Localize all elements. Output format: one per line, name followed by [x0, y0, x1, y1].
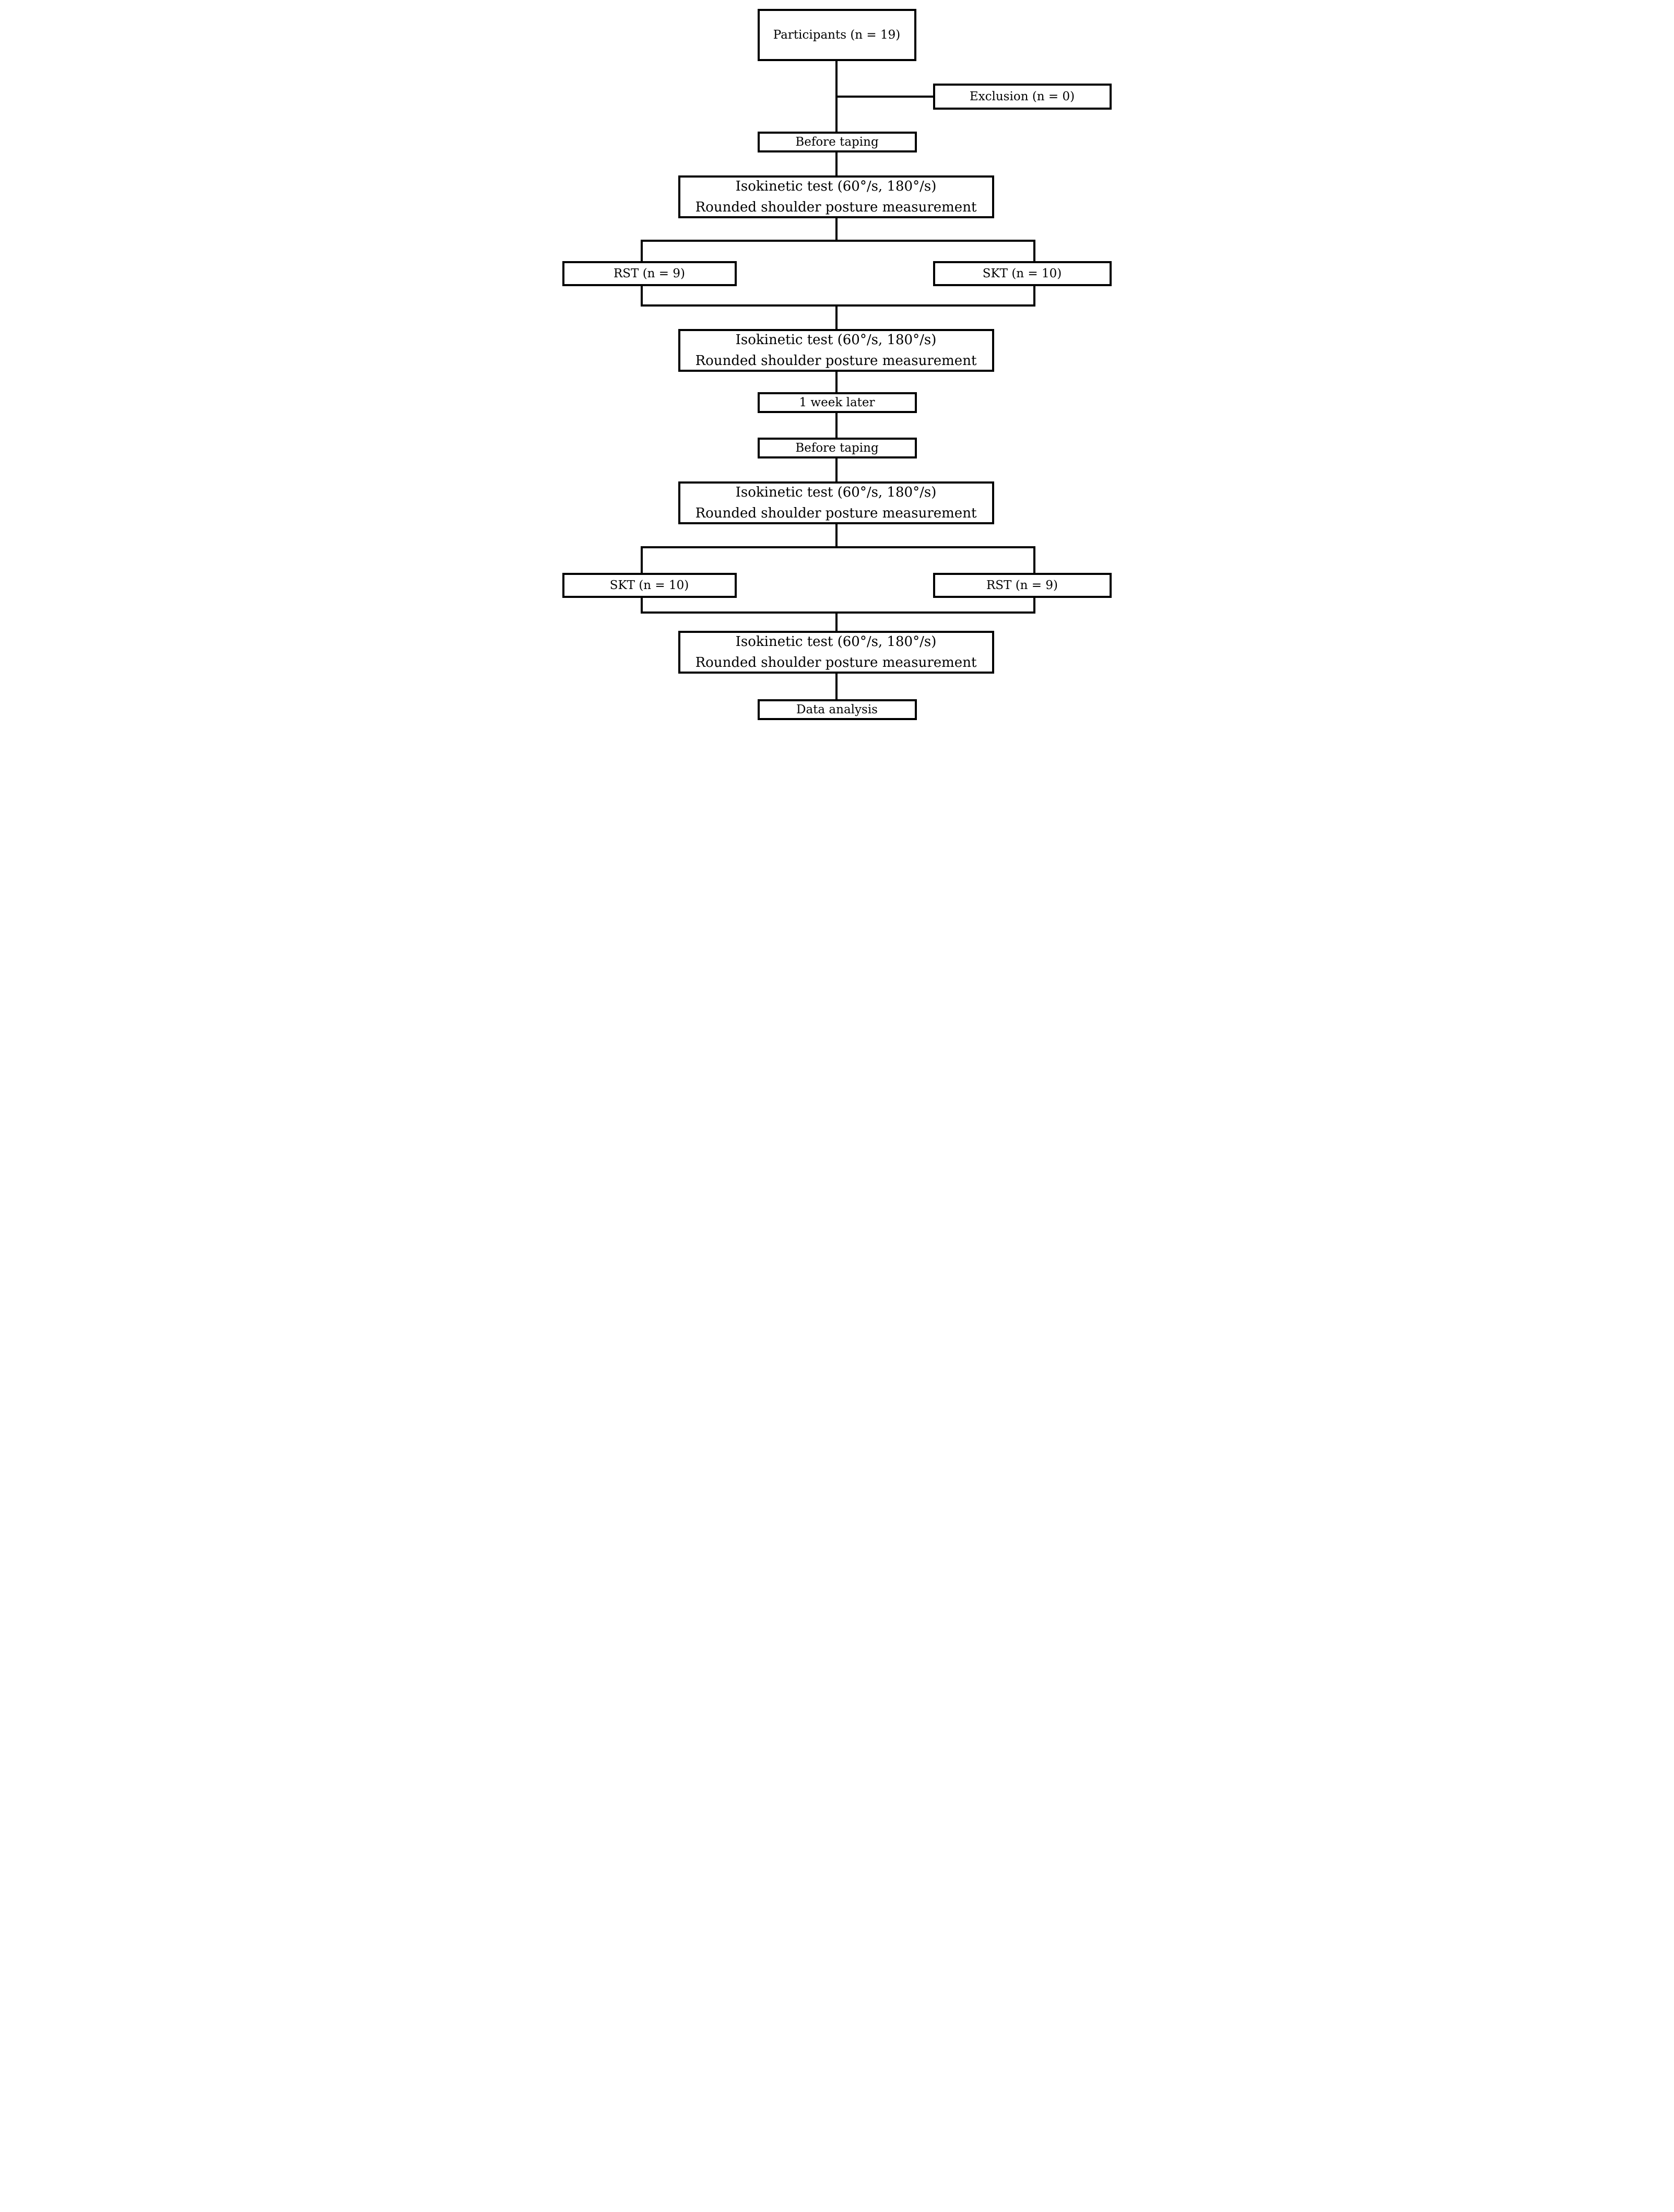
- connector-main-middle: [835, 304, 838, 548]
- connector-split-1: [640, 240, 1035, 242]
- isokinetic-test-box-2: Isokinetic test (60°/s, 180°/s) Rounded …: [678, 329, 994, 372]
- data-analysis-box: Data analysis: [757, 699, 917, 720]
- isokinetic-test-line-2: Rounded shoulder posture measurement: [695, 353, 977, 369]
- isokinetic-test-box-3: Isokinetic test (60°/s, 180°/s) Rounded …: [678, 481, 994, 524]
- participants-box: Participants (n = 19): [757, 9, 916, 61]
- isokinetic-test-line-2: Rounded shoulder posture measurement: [695, 199, 977, 215]
- isokinetic-test-box-4: Isokinetic test (60°/s, 180°/s) Rounded …: [678, 631, 994, 674]
- connector-rejoin-2: [640, 611, 1035, 614]
- isokinetic-test-line-1: Isokinetic test (60°/s, 180°/s): [735, 179, 937, 194]
- one-week-later-box: 1 week later: [757, 392, 917, 413]
- skt-group-box-round2: SKT (n = 10): [562, 573, 737, 598]
- before-taping-box-1: Before taping: [757, 132, 917, 152]
- isokinetic-test-line-2: Rounded shoulder posture measurement: [695, 505, 977, 521]
- connector-split-2: [640, 546, 1035, 548]
- connector-exclusion-branch: [835, 96, 933, 98]
- flowchart: Participants (n = 19) Exclusion (n = 0) …: [558, 0, 1116, 737]
- isokinetic-test-line-1: Isokinetic test (60°/s, 180°/s): [735, 332, 937, 348]
- skt-group-box-round1: SKT (n = 10): [933, 261, 1112, 286]
- rst-group-box-round1: RST (n = 9): [562, 261, 737, 286]
- isokinetic-test-box-1: Isokinetic test (60°/s, 180°/s) Rounded …: [678, 175, 994, 218]
- before-taping-box-2: Before taping: [757, 438, 917, 458]
- isokinetic-test-line-1: Isokinetic test (60°/s, 180°/s): [735, 485, 937, 500]
- exclusion-box: Exclusion (n = 0): [933, 84, 1112, 110]
- connector-rejoin-1: [640, 304, 1035, 307]
- isokinetic-test-line-2: Rounded shoulder posture measurement: [695, 655, 977, 670]
- isokinetic-test-line-1: Isokinetic test (60°/s, 180°/s): [735, 634, 937, 650]
- rst-group-box-round2: RST (n = 9): [933, 573, 1112, 598]
